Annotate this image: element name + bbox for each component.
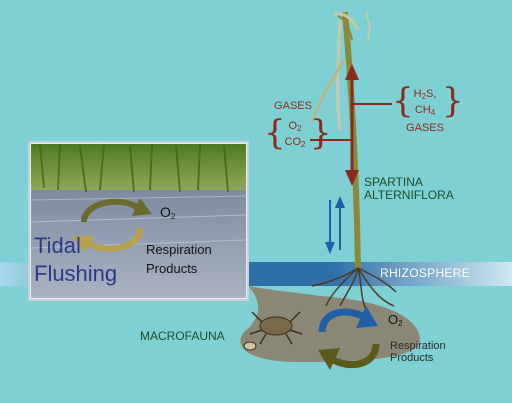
gases-right-title: GASES xyxy=(406,122,444,134)
gases-left-title: GASES xyxy=(274,100,312,112)
gases-right-h2s: H2S, xyxy=(413,88,437,101)
sediment-cycle-arrows xyxy=(318,306,380,370)
gases-left-o2: O2 xyxy=(288,120,302,133)
sediment-o2-label: O2 xyxy=(388,312,403,328)
sediment-mound xyxy=(240,286,420,362)
water-flow-arrows xyxy=(325,196,345,254)
crab-icon xyxy=(243,311,303,351)
macrofauna-label: MACROFAUNA xyxy=(140,329,225,343)
sediment-respiration-label: Respiration Products xyxy=(390,340,446,364)
plant-name-label: SPARTINA ALTERNIFLORA xyxy=(364,175,454,202)
photo-respiration-label: Respiration Products xyxy=(146,242,212,276)
photo-cycle-arrows xyxy=(72,198,152,252)
rhizosphere-label: RHIZOSPHERE xyxy=(380,266,470,280)
gases-left-brace-close: } xyxy=(310,113,332,153)
photo-o2-label: O2 xyxy=(160,204,176,221)
marsh-photo xyxy=(28,141,249,301)
plant-roots xyxy=(311,267,397,311)
tidal-flushing-label: Tidal Flushing xyxy=(34,233,118,286)
gases-left-co2: CO2 xyxy=(284,136,306,149)
gases-right-brace-close: } xyxy=(442,81,464,121)
gases-right-ch4: CH4 xyxy=(414,104,436,117)
gas-arrows xyxy=(310,64,392,186)
gases-right-brace-open: { xyxy=(392,81,414,121)
gases-left-brace-open: { xyxy=(264,113,286,153)
